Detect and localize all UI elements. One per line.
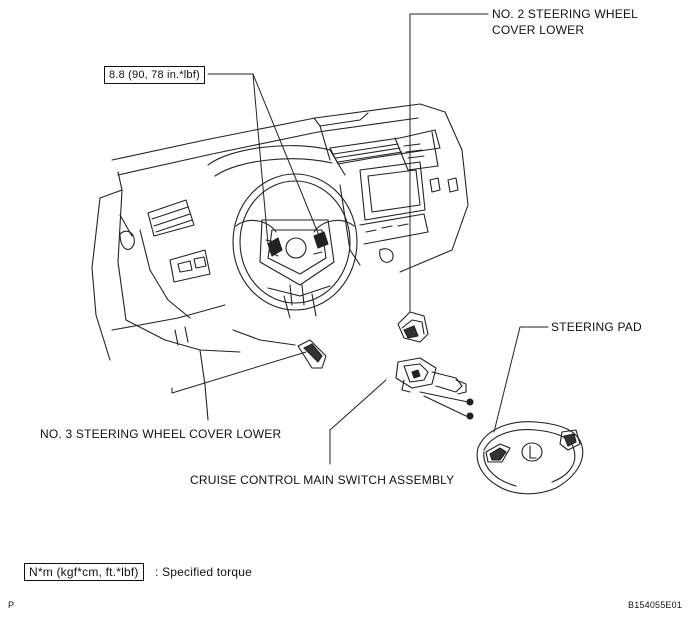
leader-lines <box>171 13 549 465</box>
cruise-switch-label: CRUISE CONTROL MAIN SWITCH ASSEMBLY <box>190 473 455 487</box>
steering-pad-part <box>476 421 584 495</box>
no3-cover-label: NO. 3 STEERING WHEEL COVER LOWER <box>40 427 282 441</box>
cruise-control-switch-part <box>395 357 474 420</box>
no2-cover-lower-part <box>397 311 429 343</box>
center-console <box>329 129 459 266</box>
figure-code: B154055E01 <box>628 600 683 610</box>
legend-text: : Specified torque <box>155 565 252 579</box>
footer-left-mark: P <box>8 600 15 610</box>
legend-box: N*m (kgf*cm, ft.*lbf) <box>24 563 144 581</box>
torque-spec-label: 8.8 (90, 78 in.*lbf) <box>104 66 205 84</box>
no2-cover-label-line2: COVER LOWER <box>492 23 585 37</box>
steering-wheel <box>232 173 358 319</box>
instrument-cluster <box>207 112 369 177</box>
steering-pad-label: STEERING PAD <box>551 320 642 334</box>
no2-cover-label-line1: NO. 2 STEERING WHEEL <box>492 7 639 21</box>
dashboard-outline <box>91 103 469 421</box>
no3-cover-lower-part <box>297 339 327 369</box>
